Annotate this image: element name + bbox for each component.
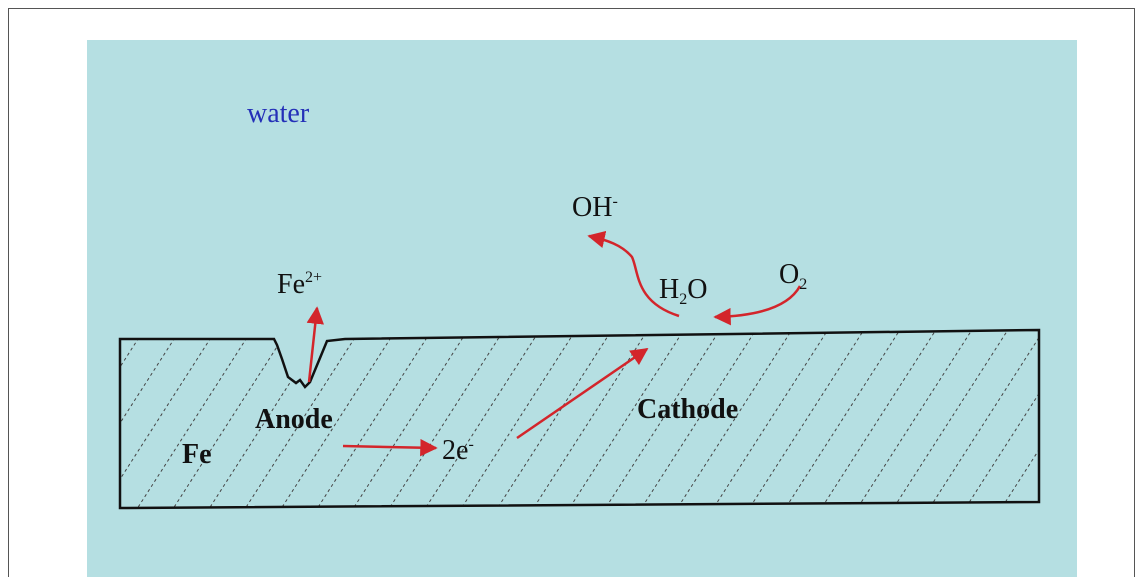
- hydroxide-label: OH-: [572, 192, 618, 223]
- hatch-line: [242, 330, 364, 508]
- metal-hatching: [120, 325, 1077, 512]
- water-background: [87, 40, 1077, 577]
- electron-flow-arrow: [342, 438, 438, 457]
- hydroxide-arrow: [587, 230, 680, 318]
- hatch-line: [818, 330, 940, 508]
- hatch-line: [710, 330, 832, 508]
- hatch-line: [746, 330, 868, 508]
- hatch-line: [602, 330, 724, 508]
- hatch-line: [530, 330, 652, 508]
- hatch-line: [494, 330, 616, 508]
- fe-ion-arrow: [306, 306, 325, 383]
- figure-frame: [8, 8, 1135, 577]
- hatch-line: [422, 330, 544, 508]
- hatch-line: [566, 330, 688, 508]
- electron-to-cathode-arrow: [516, 347, 649, 440]
- cathode-label: Cathode: [637, 394, 738, 425]
- hatch-line: [120, 330, 148, 508]
- iron-block: [118, 328, 1041, 510]
- hatch-line: [386, 330, 508, 508]
- hatch-line: [890, 330, 1012, 508]
- hatch-line: [314, 330, 436, 508]
- hatch-line: [350, 330, 472, 508]
- hatch-line: [926, 330, 1039, 508]
- oxygen-arrow: [713, 285, 802, 326]
- corrosion-diagram: water OH- O2 H2O Fe2+ Anode Cathode Fe 2…: [118, 98, 1077, 512]
- hatch-line: [170, 330, 292, 508]
- hatch-line: [206, 330, 328, 508]
- water-molecule-label: H2O: [659, 274, 707, 308]
- fe-ion-label: Fe2+: [277, 269, 322, 300]
- anode-label: Anode: [255, 404, 333, 435]
- hatch-line: [782, 330, 904, 508]
- hatch-line: [998, 330, 1039, 508]
- hatch-line: [134, 330, 256, 508]
- oxygen-label: O2: [779, 259, 807, 293]
- hatch-line: [674, 330, 796, 508]
- water-label: water: [247, 98, 310, 129]
- hatch-line: [120, 330, 184, 508]
- hatch-line: [638, 330, 760, 508]
- hatch-line: [1071, 325, 1077, 512]
- hatch-line: [1034, 330, 1039, 508]
- metal-label: Fe: [182, 439, 212, 470]
- hatch-line: [962, 330, 1039, 508]
- reaction-arrows: [306, 230, 802, 457]
- hatch-line: [458, 330, 580, 508]
- hatch-line: [854, 330, 976, 508]
- hatch-line: [278, 330, 400, 508]
- hatch-line: [120, 330, 220, 508]
- electron-label: 2e-: [442, 435, 474, 466]
